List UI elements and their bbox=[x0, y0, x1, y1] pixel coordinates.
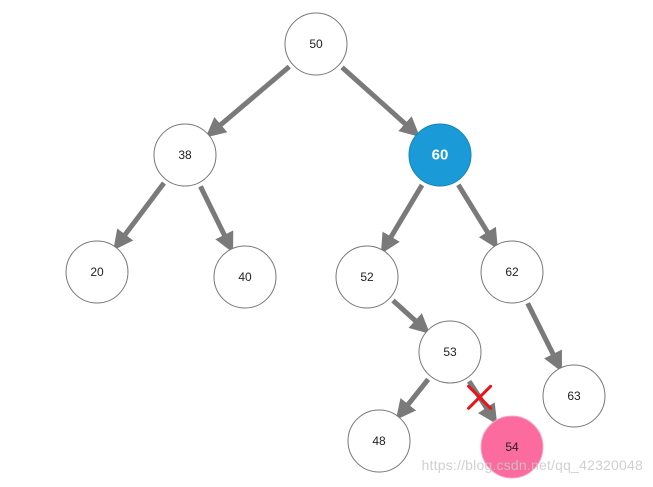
node-circle bbox=[480, 415, 544, 479]
node-circle bbox=[213, 245, 277, 309]
highlighted-node-60: 60 bbox=[408, 123, 472, 187]
node-label: 40 bbox=[238, 270, 252, 284]
node-label: 54 bbox=[505, 440, 519, 454]
nodes-layer: 50 38 60 20 40 52 62 53 63 48 54 bbox=[65, 12, 606, 479]
tree-node-40: 40 bbox=[213, 245, 277, 309]
node-label: 52 bbox=[360, 270, 374, 284]
edge-50-60 bbox=[340, 65, 420, 137]
edge-38-20 bbox=[113, 181, 166, 251]
node-circle bbox=[153, 123, 217, 187]
node-circle bbox=[408, 123, 472, 187]
node-circle bbox=[347, 409, 411, 473]
tree-node-52: 52 bbox=[335, 245, 399, 309]
tree-node-48: 48 bbox=[347, 409, 411, 473]
node-circle bbox=[284, 12, 348, 76]
deleted-edge-cross-icon bbox=[467, 384, 493, 410]
node-label: 53 bbox=[443, 345, 457, 359]
node-circle bbox=[335, 245, 399, 309]
node-label: 38 bbox=[178, 148, 192, 162]
edge-50-38 bbox=[205, 64, 291, 138]
node-label: 20 bbox=[90, 265, 104, 279]
tree-node-62: 62 bbox=[480, 240, 544, 304]
node-label: 50 bbox=[309, 37, 323, 51]
edge-53-48 bbox=[395, 377, 431, 420]
tree-node-50: 50 bbox=[284, 12, 348, 76]
tree-node-63: 63 bbox=[542, 364, 606, 428]
edge-62-63 bbox=[525, 302, 562, 372]
tree-node-38: 38 bbox=[153, 123, 217, 187]
edge-60-62 bbox=[456, 183, 498, 250]
node-circle bbox=[65, 240, 129, 304]
tree-node-20: 20 bbox=[65, 240, 129, 304]
edges-layer bbox=[113, 64, 562, 425]
node-label: 63 bbox=[567, 389, 581, 403]
tree-node-53: 53 bbox=[418, 320, 482, 384]
watermark-text: https://blog.csdn.net/qq_42320048 bbox=[421, 457, 643, 473]
edge-52-53 bbox=[391, 298, 430, 334]
node-circle bbox=[480, 240, 544, 304]
node-label: 62 bbox=[505, 265, 519, 279]
edge-38-40 bbox=[198, 185, 234, 253]
node-label: 48 bbox=[372, 434, 386, 448]
removed-node-54: 54 bbox=[480, 415, 544, 479]
edge-60-52 bbox=[380, 183, 425, 254]
node-circle bbox=[418, 320, 482, 384]
node-label: 60 bbox=[432, 147, 449, 164]
node-circle bbox=[542, 364, 606, 428]
